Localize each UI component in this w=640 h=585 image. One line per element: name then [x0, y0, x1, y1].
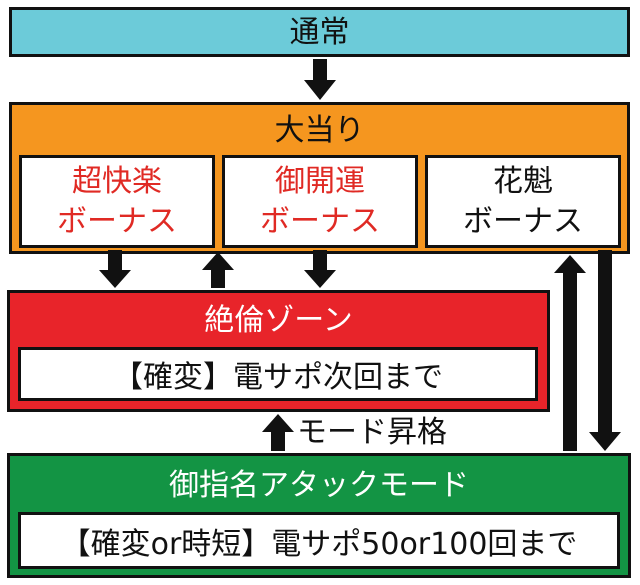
state-zetsurin-detail: 【確変】電サポ次回まで [18, 347, 538, 401]
state-oatari-label: 大当り [274, 113, 365, 148]
state-goshimei-label: 御指名アタックモード [169, 468, 469, 503]
state-tsujo: 通常 [9, 7, 630, 57]
state-tsujo-label: 通常 [289, 15, 350, 50]
mode-up-label: モード昇格 [297, 415, 447, 450]
bonus-gokaiun-line2: ボーナス [260, 203, 380, 239]
arrow-zetsurin-to-oatari [202, 252, 234, 288]
arrow-tsujo-to-oatari [304, 59, 336, 100]
bonus-oiran-line1: 花魁 [493, 163, 553, 199]
arrow-gokaiun-to-zetsurin [304, 250, 336, 288]
state-goshimei-detail: 【確変or時短】電サポ50or100回まで [18, 512, 620, 569]
arrow-oiran-to-goshimei [589, 250, 621, 451]
bonus-choukairaku-line2: ボーナス [57, 203, 177, 239]
arrow-goshimei-to-oatari [554, 255, 586, 451]
bonus-gokaiun-line1: 御開運 [275, 163, 365, 199]
state-zetsurin-label: 絶倫ゾーン [204, 303, 353, 338]
arrow-mode-up [262, 414, 294, 451]
arrow-choukairaku-to-zetsurin [99, 250, 131, 288]
bonus-oiran-line2: ボーナス [463, 203, 583, 239]
bonus-oiran: 花魁 ボーナス [425, 155, 621, 248]
bonus-gokaiun: 御開運 ボーナス [222, 155, 418, 248]
bonus-choukairaku: 超快楽 ボーナス [19, 155, 215, 248]
bonus-choukairaku-line1: 超快楽 [72, 163, 162, 199]
